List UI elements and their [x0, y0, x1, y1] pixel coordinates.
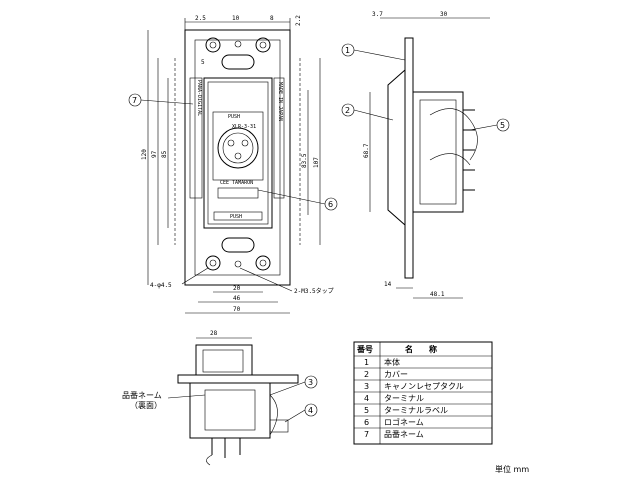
- table-row-7-name: 品番ネーム: [384, 429, 424, 439]
- callout-4: 4: [308, 406, 313, 415]
- callout-3: 3: [308, 378, 313, 387]
- callout-1: 1: [345, 46, 350, 55]
- nameplate-strip: [189, 77, 203, 199]
- top-center-tap-icon: [234, 40, 242, 48]
- table-row-6-name: ロゴネーム: [384, 417, 424, 427]
- side-plate: [404, 37, 414, 279]
- nameplate-sub-callout: （裏面）: [130, 400, 162, 410]
- module-body: [203, 77, 273, 229]
- nameplate-vertical-text: PANA-DIGITAL: [196, 80, 202, 116]
- top-right-hole-icon: [255, 37, 271, 53]
- side-body: [412, 91, 464, 213]
- dim-83-5: 83.5: [301, 153, 308, 168]
- dim-5: 5: [201, 59, 205, 66]
- receptacle-face: [212, 111, 264, 181]
- bottom-left-hole-icon: [205, 255, 221, 271]
- table-row-5-no: 5: [364, 406, 369, 415]
- bottom-center-tap-icon: [234, 260, 242, 268]
- xlr-receptacle-icon: [217, 127, 259, 169]
- top-left-hole-icon: [205, 37, 221, 53]
- table-header-name: 名 称: [405, 344, 437, 354]
- side-cover: [387, 68, 406, 227]
- parts-table: 番号 名 称 1 本体 2 カバー 3 キャノンレセプタクル 4 ターミナル 5…: [353, 341, 493, 445]
- callout-5: 5: [500, 121, 505, 130]
- made-in-text: MADE IN JAPAN: [277, 82, 283, 121]
- tap-note: 2-M3.5タップ: [294, 287, 334, 295]
- table-row-7-no: 7: [364, 430, 369, 439]
- dim-20: 20: [233, 285, 241, 292]
- dim-8: 8: [270, 15, 274, 22]
- callout-6: 6: [328, 200, 333, 209]
- callout-2: 2: [345, 106, 350, 115]
- bottom-right-hole-icon: [255, 255, 271, 271]
- maker-small-text: CEE TAMARON: [220, 180, 253, 186]
- dim-107: 107: [313, 157, 320, 168]
- dim-97: 97: [151, 150, 158, 158]
- dim-120: 120: [141, 149, 148, 160]
- table-row-2-name: カバー: [384, 370, 408, 379]
- table-row-4-name: ターミナル: [384, 394, 424, 403]
- unit-label: 単位 mm: [495, 464, 529, 474]
- push-button: [213, 211, 263, 221]
- dim-68-7: 68.7: [363, 143, 370, 158]
- table-row-5-name: ターミナルラベル: [384, 406, 448, 415]
- table-row-2-no: 2: [364, 370, 369, 379]
- dim-30: 30: [440, 11, 448, 18]
- table-row-1-name: 本体: [384, 357, 400, 367]
- dim-28: 28: [210, 330, 218, 337]
- table-row-3-no: 3: [364, 382, 369, 391]
- bottom-slot: [221, 237, 255, 253]
- frame-inner: [194, 39, 281, 276]
- side-view: 3.7 30 68.7 14 48.1 1 2 5: [341, 11, 510, 299]
- table-row-4-no: 4: [364, 394, 369, 403]
- push-top-text: PUSH: [228, 114, 240, 120]
- dim-46: 46: [233, 295, 241, 302]
- table-row-6-no: 6: [364, 418, 369, 427]
- dim-10-top: 10: [232, 15, 240, 22]
- callout-7: 7: [132, 96, 137, 105]
- bottom-view: 28 品番ネーム （裏面） 3 4: [122, 330, 318, 466]
- dim-14: 14: [384, 281, 392, 288]
- table-row-3-name: キャノンレセプタクル: [384, 382, 464, 391]
- dim-48-1: 48.1: [430, 291, 445, 298]
- model-small-text: XLR-3-31: [232, 124, 256, 130]
- frame-plate: [184, 29, 291, 286]
- nameplate-callout: 品番ネーム: [122, 390, 162, 400]
- dim-2-2: 2.2: [295, 15, 302, 26]
- dim-70: 70: [233, 306, 241, 313]
- table-header-no: 番号: [356, 344, 373, 354]
- holes-note: 4-φ4.5: [150, 282, 172, 289]
- dim-85: 85: [161, 150, 168, 158]
- dim-2-5: 2.5: [195, 15, 206, 22]
- push-bottom-text: PUSH: [230, 214, 242, 220]
- dim-3-7: 3.7: [372, 11, 383, 18]
- table-row-1-no: 1: [364, 358, 369, 367]
- top-slot: [221, 54, 255, 70]
- front-view: PANA-DIGITAL MADE IN JAPAN PUSH PUSH XLR…: [128, 15, 338, 314]
